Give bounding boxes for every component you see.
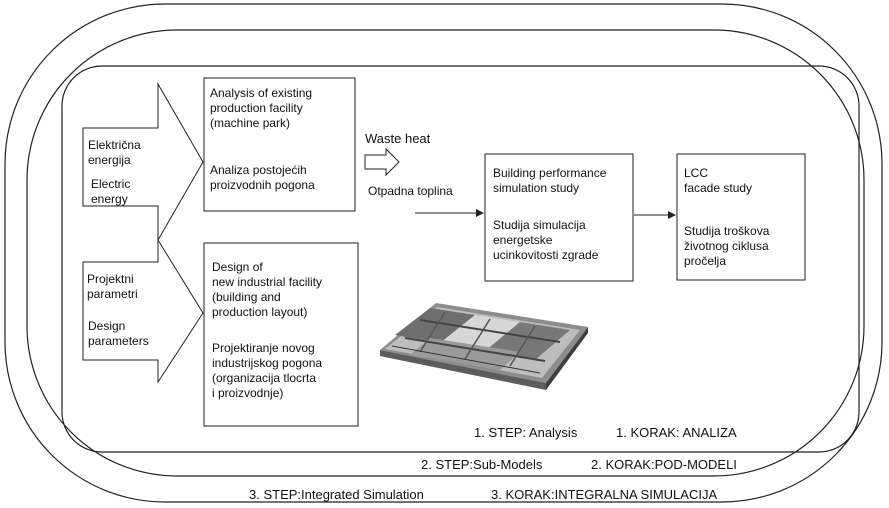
- lcc-box-title: LCC facade study: [684, 166, 753, 195]
- step2-hr-label: 2. KORAK:POD-MODELI: [591, 457, 737, 472]
- bps-box: [484, 153, 634, 282]
- electric-energy-arrow: [82, 82, 204, 242]
- bps-box-title-hr: Studija simulacija energetske ucinkovito…: [493, 218, 599, 262]
- bps-box-title: Building performance simulation study: [493, 166, 607, 195]
- design-parameters-hr-label: Projektni parametri: [87, 272, 138, 301]
- step1-en-label: 1. STEP: Analysis: [474, 425, 578, 440]
- design-parameters-arrow: [82, 238, 204, 384]
- step2-loop: [26, 29, 865, 477]
- analysis-box-title: Analysis of existing production facility…: [210, 86, 313, 130]
- design-box-title-hr: Projektiranje novog industrijskog pogona…: [212, 341, 323, 400]
- design-box-title: Design of new industrial facility (build…: [212, 260, 323, 319]
- waste-heat-hr-label: Otpadna toplina: [368, 184, 453, 198]
- electric-energy-en-label: Electric energy: [91, 177, 131, 206]
- design-parameters-en-label: Design parameters: [88, 319, 149, 348]
- lcc-box-title-hr: Studija troškova životnog ciklusa pročel…: [684, 224, 770, 268]
- analysis-box: [203, 77, 356, 212]
- analysis-box-title-hr: Analiza postojećih proizvodnih pogona: [210, 163, 315, 192]
- waste-heat-en-label: Waste heat: [365, 131, 431, 146]
- step2-en-label: 2. STEP:Sub-Models: [421, 457, 543, 472]
- factory-model-illustration: [380, 303, 588, 390]
- waste-heat-arrow: [364, 147, 400, 177]
- design-box: [203, 242, 359, 427]
- step3-en-label: 3. STEP:Integrated Simulation: [249, 487, 424, 502]
- step3-loop: [4, 3, 883, 503]
- step3-hr-label: 3. KORAK:INTEGRALNA SIMULACIJA: [491, 487, 718, 502]
- electric-energy-hr-label: Električna energija: [88, 138, 141, 167]
- step1-loop: [61, 65, 860, 453]
- lcc-box: [676, 153, 806, 281]
- step1-hr-label: 1. KORAK: ANALIZA: [616, 425, 737, 440]
